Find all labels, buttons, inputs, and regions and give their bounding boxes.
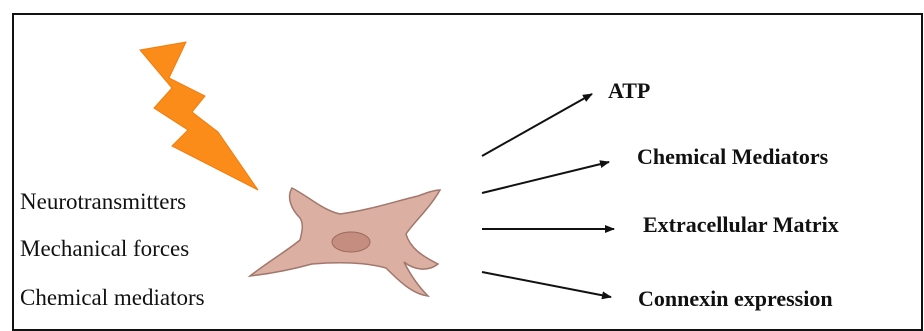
output-label-connexin-expression: Connexin expression <box>638 288 833 310</box>
fibroblast-cell-icon <box>250 188 440 296</box>
input-label-chemical-mediators: Chemical mediators <box>20 286 205 309</box>
output-label-chemical-mediators: Chemical Mediators <box>637 146 828 168</box>
lightning-bolt-icon <box>140 42 258 190</box>
output-label-atp: ATP <box>608 80 650 102</box>
input-label-mechanical-forces: Mechanical forces <box>20 237 189 260</box>
input-label-neurotransmitters: Neurotransmitters <box>20 190 186 213</box>
arrow-to-connexin-expression <box>482 272 611 297</box>
arrow-to-atp <box>482 94 592 156</box>
output-label-extracellular-matrix: Extracellular Matrix <box>643 214 839 236</box>
arrow-to-chemical-mediators <box>482 162 609 193</box>
nucleus <box>332 232 370 252</box>
